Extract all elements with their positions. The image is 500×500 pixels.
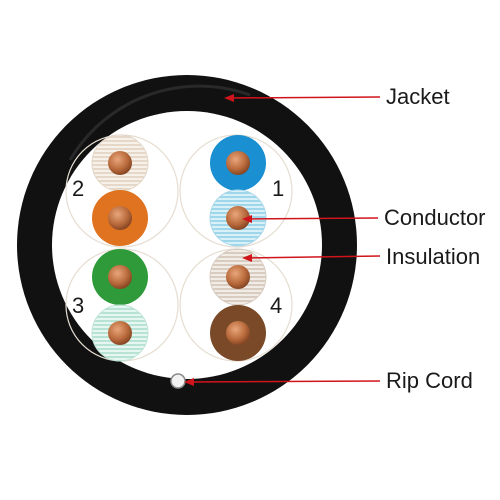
conductor-arrowhead	[242, 215, 252, 223]
jacket-arrowhead	[224, 94, 234, 102]
pair-1-solid-conductor	[226, 151, 250, 175]
pair-3-solid-conductor	[108, 265, 132, 289]
insulation-arrowhead	[242, 254, 252, 262]
jacket-highlight	[68, 84, 251, 161]
pair-2	[91, 134, 149, 246]
pair-number-3: 3	[72, 293, 84, 318]
pair-3	[91, 249, 149, 362]
pair-1	[209, 135, 267, 247]
pair-4-striped-conductor	[226, 265, 250, 289]
pair-3-striped-conductor	[108, 321, 132, 345]
pair-2-striped-conductor	[108, 151, 132, 175]
conductor-label: Conductor	[384, 205, 486, 230]
pair-1-striped-conductor	[226, 206, 250, 230]
pair-number-4: 4	[270, 293, 282, 318]
insulation-leader-line	[243, 255, 381, 259]
rip-cord-filament	[170, 373, 186, 389]
pair-number-2: 2	[72, 176, 84, 201]
conductor-leader-line	[243, 217, 379, 220]
pair-number-1: 1	[272, 176, 284, 201]
jacket-leader-line	[225, 96, 381, 99]
insulation-label: Insulation	[386, 244, 480, 269]
leader-lines	[184, 94, 381, 386]
jacket-label: Jacket	[386, 84, 450, 109]
pair-4-solid-conductor	[226, 321, 250, 345]
pair-1-boundary	[179, 134, 293, 248]
rip-cord-leader-line	[185, 380, 381, 383]
pair-2-solid-conductor	[108, 206, 132, 230]
rip-cord-label: Rip Cord	[386, 368, 473, 393]
rip-cord-arrowhead	[184, 378, 194, 386]
pair-4	[209, 248, 267, 361]
